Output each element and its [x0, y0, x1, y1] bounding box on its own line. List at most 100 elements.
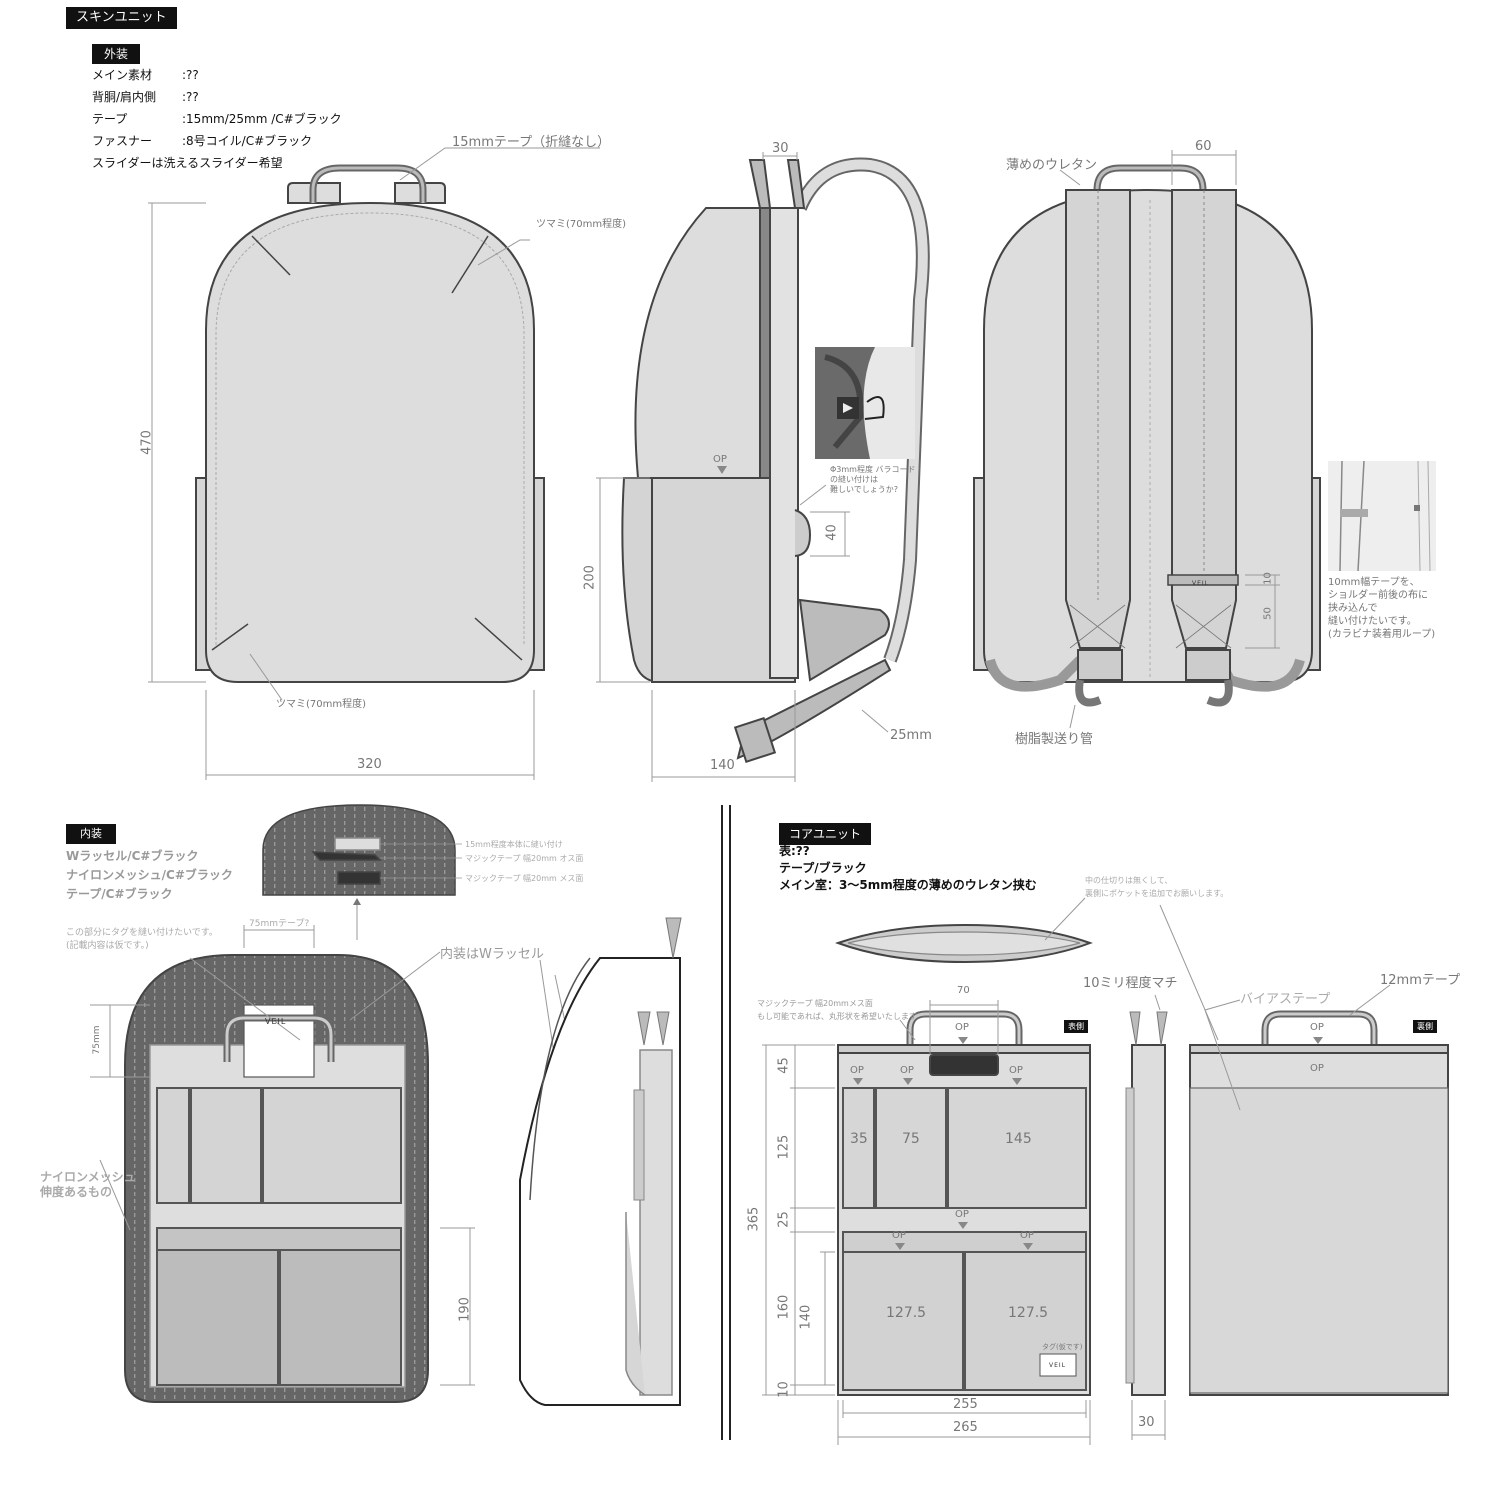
dim-depth-30: 30 — [1138, 1415, 1155, 1430]
side-strap-width: 25mm — [890, 728, 932, 743]
dim-45: 45 — [776, 1057, 792, 1074]
dim-365: 365 — [746, 1206, 762, 1232]
op-label: OP — [955, 1209, 969, 1220]
spec-value-zipper: :8号コイル/C#ブラック — [182, 134, 313, 148]
carabiner-loop-photo — [1328, 461, 1436, 571]
barcode-loop-photo — [815, 347, 915, 459]
core-front-side-tag: 表側 — [1064, 1020, 1088, 1033]
spec-value-tape: :15mm/25mm /C#ブラック — [182, 112, 342, 126]
core-spec-tape: テープ/ブラック — [779, 861, 867, 875]
spec-label-tape: テープ — [92, 112, 128, 126]
op-label: OP — [892, 1230, 906, 1241]
dim-265: 265 — [953, 1420, 978, 1435]
inner-tag-note: この部分にタグを縫い付けたいです。 (記載内容は仮です。) — [66, 928, 218, 951]
side-loop-dim: 40 — [824, 524, 840, 541]
core-dimension-lines — [762, 904, 1391, 1445]
core-bias-tape-note: バイアステープ — [1240, 992, 1331, 1007]
core-spec-main: メイン室：3〜5mm程度の薄めのウレタン挟む — [779, 878, 1037, 892]
core-unit-header: コアユニット — [779, 823, 872, 845]
side-dimension-lines — [596, 152, 889, 782]
core-top-note: 中の仕切りは無くして、 裏側にポケットを追加でお願いします。 — [1085, 876, 1229, 898]
inner-mesh-note: ナイロンメッシュ 伸度あるもの — [40, 1170, 136, 1199]
dim-145: 145 — [1005, 1131, 1032, 1147]
op-label: OP — [1310, 1063, 1324, 1074]
dim-127-right: 127.5 — [1008, 1305, 1049, 1321]
core-tag-brand: VEIL — [1049, 1362, 1067, 1369]
barcode-note: Φ3mm程度 バラコード の縫い付けは 難しいでしょうか? — [830, 465, 916, 494]
core-top-view — [835, 897, 1093, 964]
inner-tape-75-note: 75mmテープ? — [249, 919, 310, 929]
inner-header: 内装 — [66, 824, 116, 844]
dim-75: 75 — [902, 1131, 920, 1147]
side-depth-dim: 140 — [710, 758, 735, 773]
inner-top-note-3: マジックテープ 幅20mm メス面 — [465, 874, 584, 883]
dim-140: 140 — [798, 1304, 814, 1330]
front-view — [195, 164, 545, 683]
op-label: OP — [850, 1065, 864, 1076]
dim-127-left: 127.5 — [886, 1305, 927, 1321]
back-brand-label: VEIL — [1192, 580, 1210, 587]
back-dim-50: 50 — [1262, 607, 1274, 620]
op-label: OP — [900, 1065, 914, 1076]
dim-handle: 70 — [957, 985, 970, 996]
spec-value-back-shoulder: :?? — [182, 90, 199, 104]
core-back-side-tag: 裏側 — [1413, 1020, 1437, 1033]
back-urethane-note: 薄めのウレタン — [1006, 158, 1098, 173]
side-op-label: OP — [713, 454, 727, 465]
slider-note: スライダーは洗えるスライダー希望 — [92, 156, 283, 170]
spec-value-main-material: :?? — [182, 68, 199, 82]
op-label: OP — [1020, 1230, 1034, 1241]
inner-raschel-note: 内装はWラッセル — [440, 947, 544, 962]
dim-25: 25 — [776, 1211, 792, 1228]
core-back-view — [1189, 1010, 1449, 1396]
inner-top-note-2: マジックテープ 幅20mm オス面 — [465, 854, 584, 863]
dim-35: 35 — [850, 1131, 868, 1147]
core-12mm-tape-note: 12mmテープ — [1380, 973, 1461, 988]
back-dim-10: 10 — [1262, 572, 1274, 585]
inner-tag-brand: VEIL — [265, 1017, 287, 1026]
dim-160: 160 — [776, 1294, 792, 1320]
back-dimension-lines — [1059, 150, 1280, 729]
inner-spec-mesh: ナイロンメッシュ/C#ブラック — [66, 868, 233, 882]
dim-125: 125 — [776, 1134, 792, 1160]
op-label: OP — [1009, 1065, 1023, 1076]
op-label: OP — [955, 1022, 969, 1033]
back-strap-crosses — [1069, 190, 1232, 649]
dim-255: 255 — [953, 1397, 978, 1412]
core-velcro-note: マジックテープ 幅20mmメス面 もし可能であれば、丸形状を希望いたします — [757, 999, 917, 1021]
back-strap-dim: 60 — [1195, 139, 1212, 154]
inner-spec-raschel: Wラッセル/C#ブラック — [66, 849, 199, 863]
spec-label-back-shoulder: 背胴/肩内側 — [92, 90, 157, 104]
inner-top-note-1: 15mm程度本体に縫い付け — [465, 840, 563, 849]
front-pinch-bottom-note: ツマミ(70mm程度) — [276, 699, 367, 710]
side-pocket-height-dim: 200 — [582, 565, 598, 590]
front-height-dim: 470 — [139, 430, 155, 455]
exterior-header: 外装 — [92, 44, 141, 64]
inner-dim-190: 190 — [457, 1297, 473, 1322]
front-dimension-lines — [148, 147, 600, 780]
inner-spec-tape: テープ/C#ブラック — [66, 887, 173, 901]
core-spec-surface: 表:?? — [779, 844, 810, 858]
inner-front-view — [124, 954, 429, 1403]
spec-label-main-material: メイン素材 — [92, 68, 153, 82]
spec-label-zipper: ファスナー — [92, 134, 153, 148]
core-side-view — [1125, 1011, 1168, 1396]
front-width-dim: 320 — [357, 757, 382, 772]
front-tape-note: 15mmテープ（折縫なし） — [452, 135, 611, 150]
core-gusset-note: 10ミリ程度マチ — [1083, 976, 1178, 991]
core-front-view — [837, 1010, 1091, 1396]
dim-10: 10 — [776, 1381, 792, 1398]
op-label: OP — [1310, 1022, 1324, 1033]
front-pinch-top-note: ツマミ(70mm程度) — [536, 219, 627, 230]
skin-unit-header: スキンユニット — [66, 7, 177, 29]
side-view — [621, 157, 930, 764]
inner-top-detail — [262, 804, 462, 940]
core-tag-label: タグ(仮です) — [1042, 1343, 1083, 1351]
inner-side-view — [519, 917, 682, 1406]
side-top-dim: 30 — [772, 141, 789, 156]
carabiner-loop-note: 10mm幅テープを、 ショルダー前後の布に 挟み込んで 縫い付けたいです。 (カ… — [1328, 577, 1436, 640]
inner-dim-75mm: 75mm — [92, 1025, 102, 1055]
buckle-note: 樹脂製送り管 — [1015, 732, 1094, 747]
